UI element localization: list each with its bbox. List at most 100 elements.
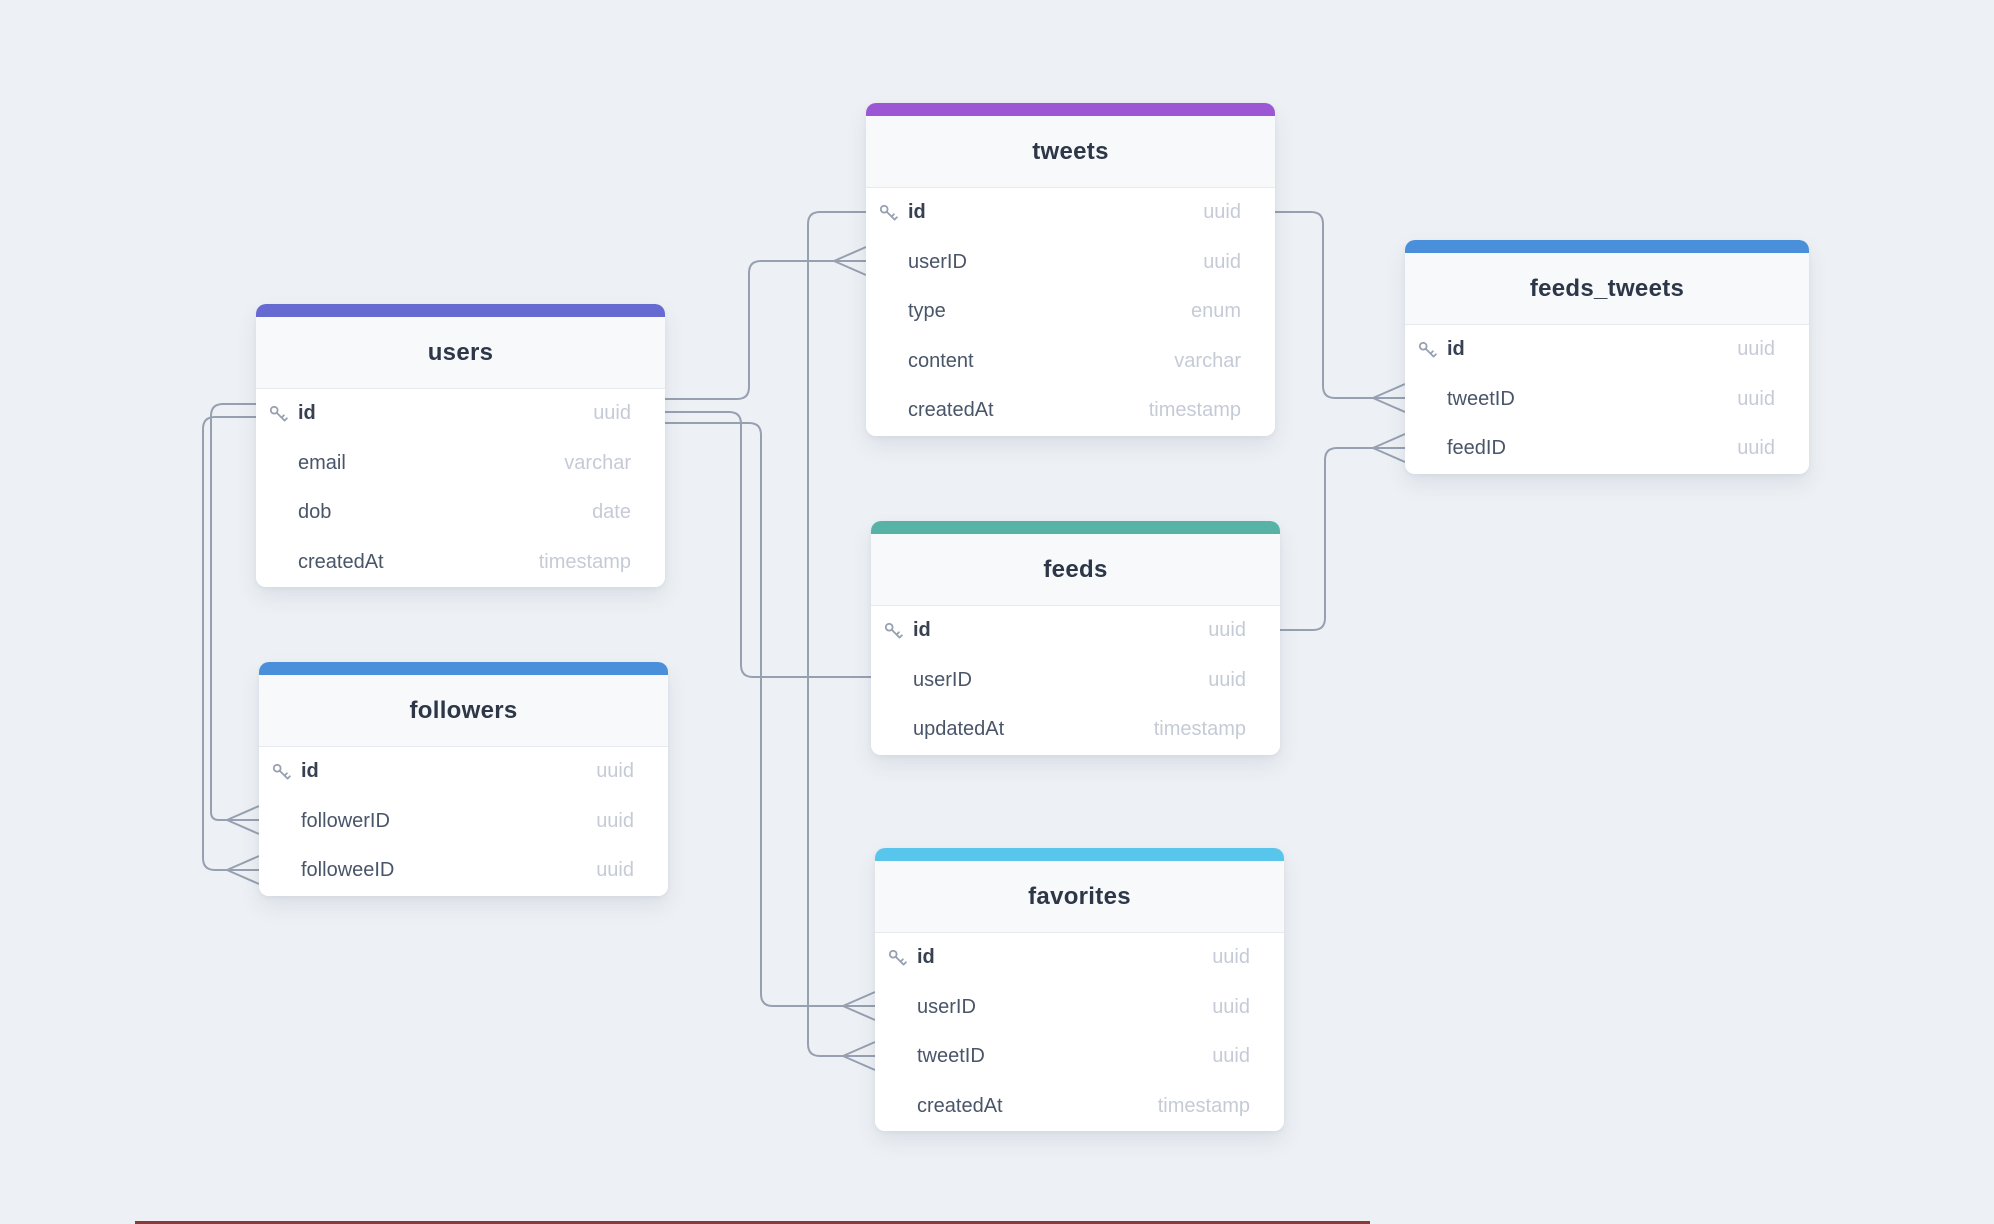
relation-line[interactable] xyxy=(1280,447,1373,631)
field-row-feeds_tweets-tweetID[interactable]: tweetID uuid xyxy=(1405,375,1809,425)
table-title: favorites xyxy=(1028,882,1131,910)
relation-line[interactable] xyxy=(665,260,834,400)
table-accent-bar xyxy=(1405,240,1809,253)
relation-line[interactable] xyxy=(665,411,871,678)
crow-foot-many-marker xyxy=(1372,433,1406,463)
field-type: uuid xyxy=(1208,668,1246,691)
table-title: followers xyxy=(409,696,518,724)
table-header: tweets xyxy=(866,116,1275,188)
key-icon xyxy=(878,202,908,223)
crow-foot-many-marker xyxy=(842,1041,876,1071)
field-row-tweets-id[interactable]: id uuid xyxy=(866,188,1275,238)
field-type: uuid xyxy=(1737,387,1775,410)
field-type: uuid xyxy=(596,760,634,783)
relation-users-id--followers-followerID[interactable] xyxy=(210,403,260,835)
field-name: email xyxy=(298,451,346,474)
key-icon xyxy=(1417,339,1447,360)
field-type: uuid xyxy=(1203,201,1241,224)
field-type: varchar xyxy=(1174,349,1241,372)
field-name: id xyxy=(298,402,316,425)
table-title: tweets xyxy=(1032,137,1109,165)
field-type: uuid xyxy=(596,859,634,882)
field-type: uuid xyxy=(593,402,631,425)
field-name: userID xyxy=(908,250,967,273)
key-icon xyxy=(271,761,301,782)
field-name: createdAt xyxy=(298,550,384,573)
field-name: createdAt xyxy=(917,1094,1003,1117)
crow-foot-many-marker xyxy=(833,246,867,276)
key-icon xyxy=(883,620,913,641)
relation-line[interactable] xyxy=(1275,211,1373,399)
field-type: timestamp xyxy=(1157,1094,1250,1117)
field-row-feeds-userID[interactable]: userID uuid xyxy=(871,656,1280,706)
relation-tweets-id--feedstweets-tweetID[interactable] xyxy=(1275,211,1406,413)
relation-line[interactable] xyxy=(210,403,256,821)
field-name: userID xyxy=(913,668,972,691)
field-type: uuid xyxy=(1212,995,1250,1018)
field-name: id xyxy=(913,619,931,642)
field-row-followers-id[interactable]: id uuid xyxy=(259,747,668,797)
relation-feeds-id--feedstweets-feedID[interactable] xyxy=(1280,433,1406,631)
field-type: timestamp xyxy=(1153,718,1246,741)
field-name: id xyxy=(301,760,319,783)
field-row-favorites-createdAt[interactable]: createdAt timestamp xyxy=(875,1082,1284,1132)
field-type: timestamp xyxy=(538,550,631,573)
crow-foot-many-marker xyxy=(226,805,260,835)
relation-users-id--followers-followeeID[interactable] xyxy=(202,416,260,885)
crow-foot-many-marker xyxy=(842,991,876,1021)
field-row-tweets-content[interactable]: content varchar xyxy=(866,337,1275,387)
relation-users-id--favorites-userID[interactable] xyxy=(665,422,876,1021)
relation-line[interactable] xyxy=(665,422,843,1007)
field-type: date xyxy=(592,501,631,524)
field-row-followers-followeeID[interactable]: followeeID uuid xyxy=(259,846,668,896)
field-type: uuid xyxy=(1737,437,1775,460)
relation-tweets-id--favorites-tweetID[interactable] xyxy=(807,211,876,1071)
table-title: feeds_tweets xyxy=(1529,274,1685,302)
relation-users-id--tweets-userID[interactable] xyxy=(665,246,867,400)
crow-foot-many-marker xyxy=(1372,383,1406,413)
field-name: tweetID xyxy=(917,1045,985,1068)
field-name: followeeID xyxy=(301,859,395,882)
relation-line[interactable] xyxy=(807,211,866,1057)
relation-users-id--feeds-userID[interactable] xyxy=(665,411,871,678)
relation-line[interactable] xyxy=(202,416,256,871)
field-name: id xyxy=(908,201,926,224)
table-title: feeds xyxy=(1043,555,1108,583)
field-name: tweetID xyxy=(1447,387,1515,410)
table-accent-bar xyxy=(256,304,665,317)
field-name: createdAt xyxy=(908,399,994,422)
field-name: content xyxy=(908,349,974,372)
table-title: users xyxy=(427,338,494,366)
bottom-red-strip xyxy=(135,1221,1370,1224)
table-accent-bar xyxy=(871,521,1280,534)
field-row-users-createdAt[interactable]: createdAt timestamp xyxy=(256,538,665,588)
field-row-users-id[interactable]: id uuid xyxy=(256,389,665,439)
